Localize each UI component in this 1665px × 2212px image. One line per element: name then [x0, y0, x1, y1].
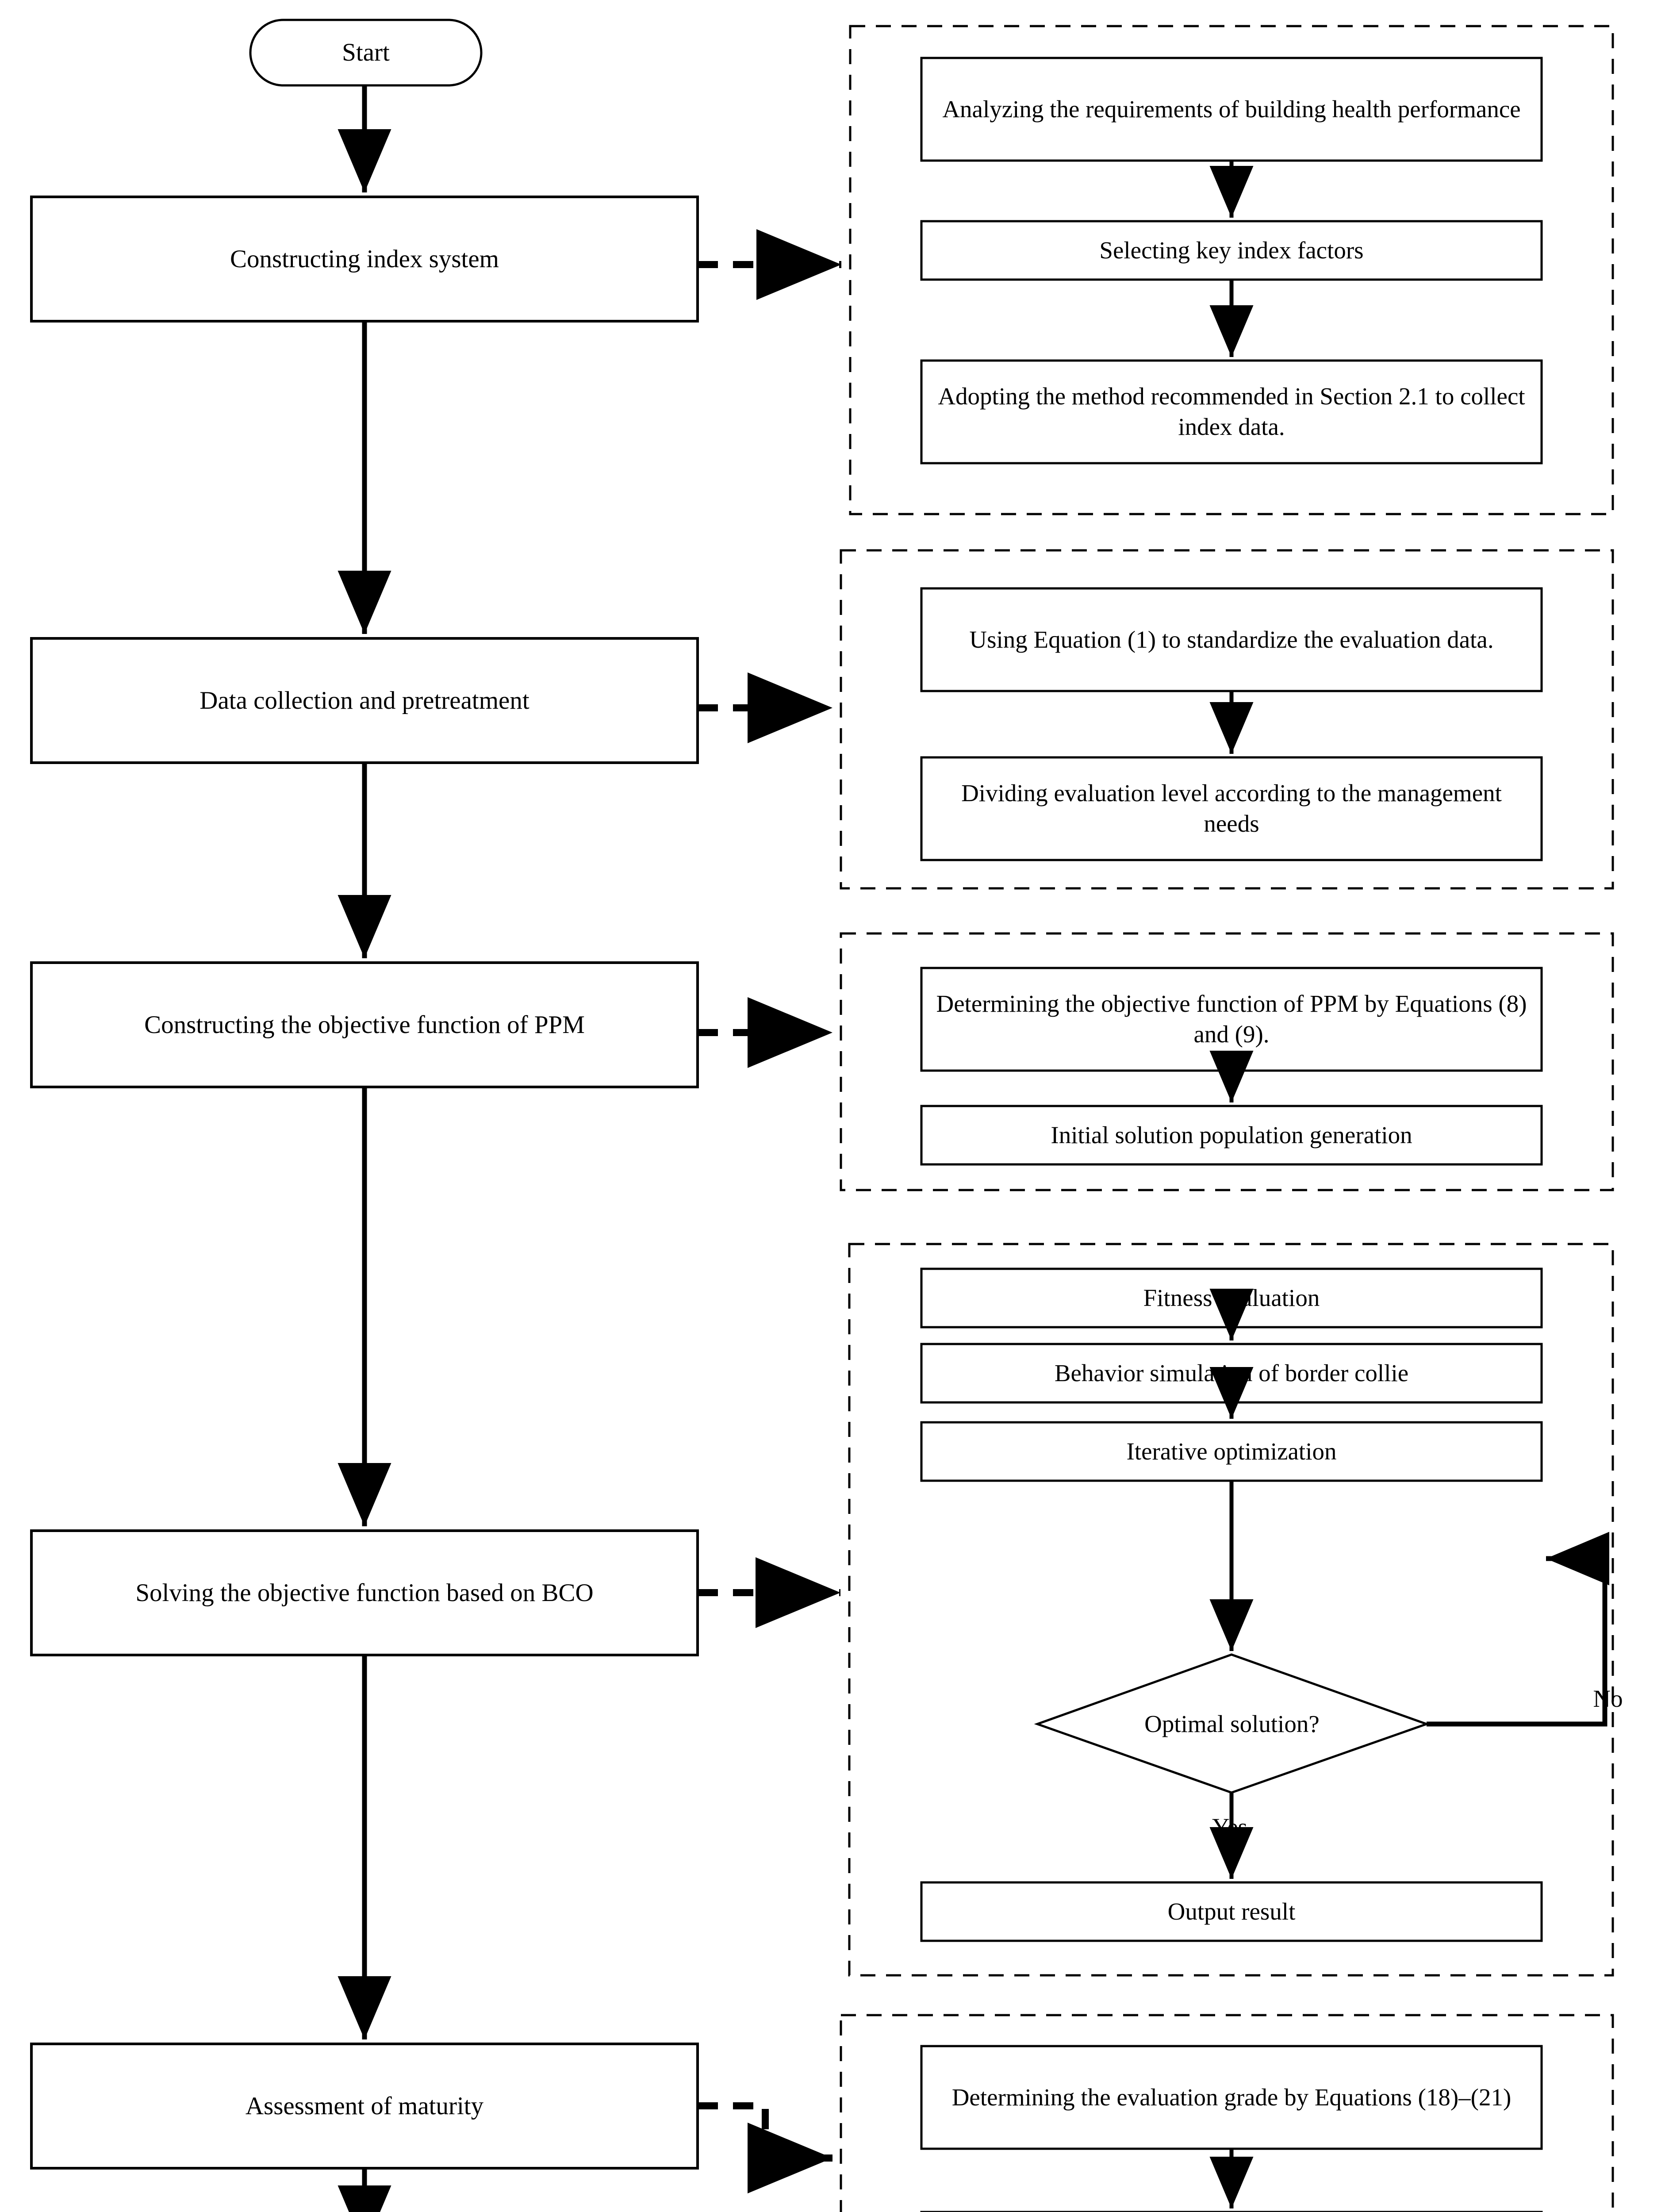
detail-group-box-1 [849, 25, 1614, 515]
main-step-box-4 [30, 1529, 699, 1656]
detail-step-box-4-3 [920, 1421, 1543, 1482]
main-step-box-5 [30, 2043, 699, 2170]
detail-group-box-3 [840, 932, 1614, 1191]
detail-group-box-2 [840, 549, 1614, 890]
detail-step-box-2-2 [920, 756, 1543, 861]
detail-step-box-4-2 [920, 1343, 1543, 1404]
detail-step-box-1-3 [920, 359, 1543, 465]
detail-step-box-3-1 [920, 967, 1543, 1072]
detail-group-box-4 [848, 1243, 1614, 1977]
main-step-box-2 [30, 637, 699, 764]
detail-group-box-5 [840, 2014, 1614, 2212]
link-m5-to-group5 [698, 2102, 832, 2193]
detail-step-box-2-1 [920, 587, 1543, 692]
detail-step-box-1-1 [920, 57, 1543, 162]
detail-step-box-5-1 [920, 2045, 1543, 2150]
main-step-box-1 [30, 196, 699, 323]
start-terminator-shape [249, 19, 483, 87]
detail-step-box-1-2 [920, 220, 1543, 281]
detail-step-box-4-1 [920, 1267, 1543, 1329]
detail-step-box-3-2 [920, 1105, 1543, 1166]
detail-step-box-4-4 [920, 1881, 1543, 1942]
main-step-box-3 [30, 961, 699, 1088]
decision-diamond-optimal-solution [1034, 1653, 1430, 1794]
decision-no-feedback-loop [1427, 1532, 1609, 1727]
